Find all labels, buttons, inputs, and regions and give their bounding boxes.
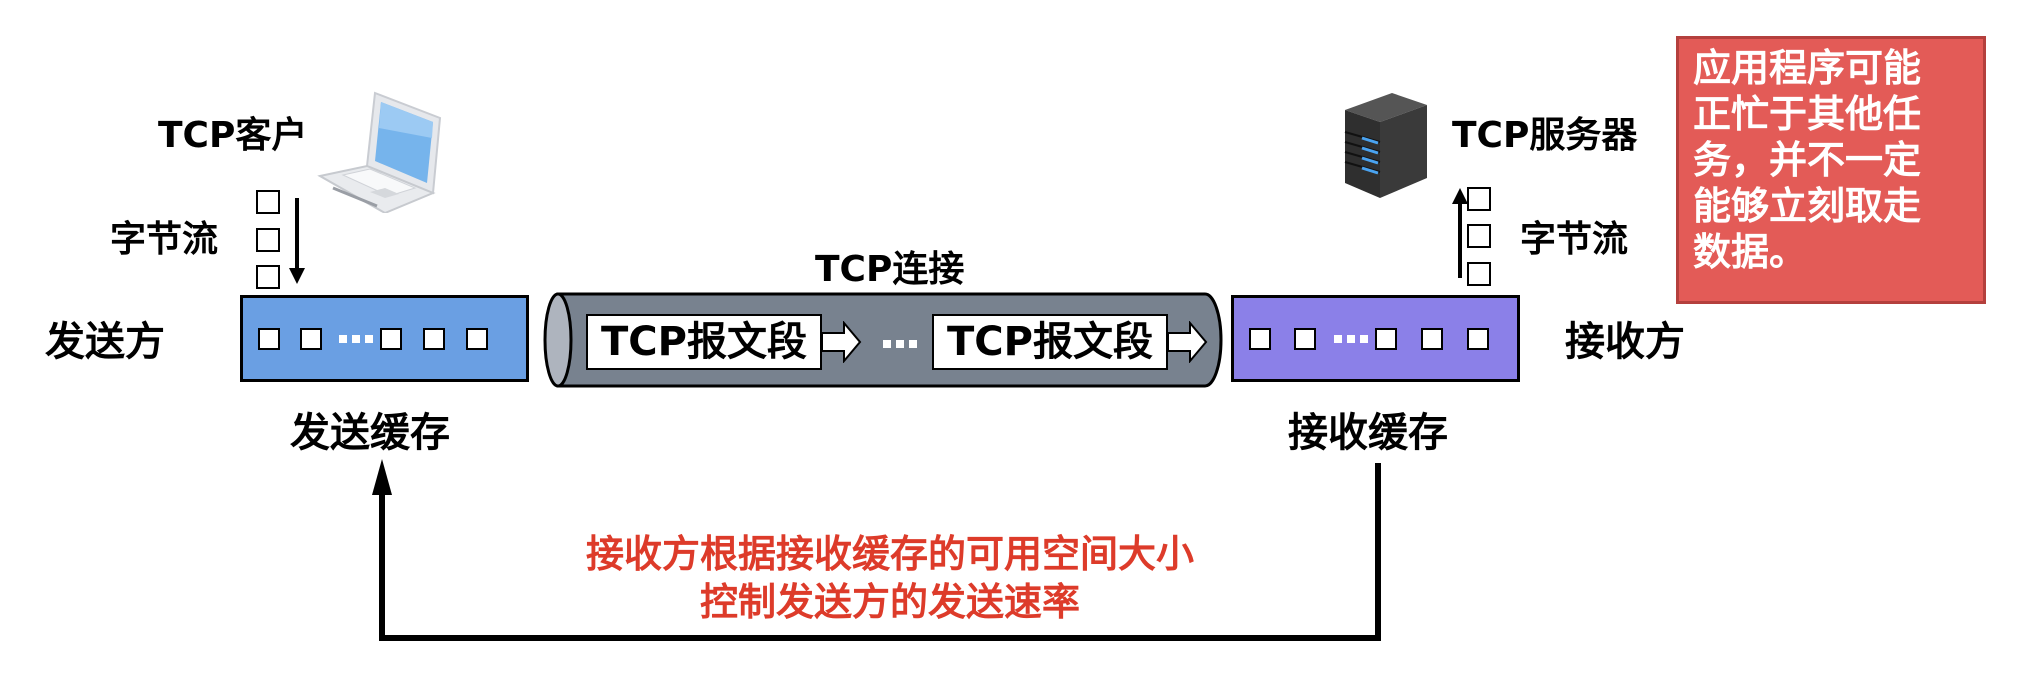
segment-arrow-icon: [1168, 321, 1208, 363]
buffer-byte: [300, 328, 322, 350]
caption-line: 控制发送方的发送速率: [699, 580, 1080, 624]
buffer-byte: [466, 328, 488, 350]
ellipsis-dots: [339, 335, 373, 343]
segment-ellipsis: [883, 340, 917, 348]
tcp-server-label: TCP服务器: [1452, 115, 1638, 156]
buffer-byte: [258, 328, 280, 350]
buffer-byte: [380, 328, 402, 350]
send-buffer: [240, 295, 529, 382]
tcp-segment: TCP报文段: [932, 314, 1168, 370]
tcp-client-label: TCP客户: [158, 115, 308, 156]
receive-buffer-label: 接收缓存: [1288, 410, 1448, 456]
buffer-byte: [1467, 328, 1489, 350]
stream-byte: [256, 265, 280, 289]
note-line: 务，并不一定: [1693, 138, 1922, 182]
note-line: 能够立刻取走: [1693, 184, 1922, 228]
buffer-byte: [1294, 328, 1316, 350]
sender-side-label: 发送方: [45, 319, 165, 365]
buffer-byte: [1249, 328, 1271, 350]
stream-byte: [256, 228, 280, 252]
laptop-icon: [317, 91, 442, 213]
buffer-byte: [423, 328, 445, 350]
stream-byte: [256, 190, 280, 214]
feedback-arrow: [372, 459, 1381, 641]
buffer-byte: [1421, 328, 1443, 350]
note-line: 应用程序可能: [1693, 46, 1922, 90]
caption-line: 接收方根据接收缓存的可用空间大小: [585, 532, 1194, 576]
sender-stream-label: 字节流: [110, 219, 219, 260]
stream-byte: [1467, 187, 1491, 211]
buffer-byte: [1375, 328, 1397, 350]
tcp-segment: TCP报文段: [586, 314, 822, 370]
note-line: 数据。: [1693, 230, 1808, 274]
receive-buffer: [1231, 295, 1520, 382]
receiver-side-label: 接收方: [1565, 319, 1685, 365]
application-busy-note: 应用程序可能 正忙于其他任 务，并不一定 能够立刻取走 数据。: [1676, 36, 1986, 304]
flow-control-caption: 接收方根据接收缓存的可用空间大小 控制发送方的发送速率: [460, 530, 1320, 626]
stream-byte: [1467, 262, 1491, 286]
ellipsis-dots: [1334, 335, 1368, 343]
stream-byte: [1467, 224, 1491, 248]
server-icon: [1344, 93, 1427, 198]
note-line: 正忙于其他任: [1693, 92, 1922, 136]
receiver-stream-label: 字节流: [1520, 219, 1629, 260]
segment-arrow-icon: [822, 321, 862, 363]
send-buffer-label: 发送缓存: [290, 410, 450, 456]
tcp-connection-label: TCP连接: [815, 249, 965, 290]
up-arrow-icon: [1452, 188, 1468, 278]
down-arrow-icon: [289, 198, 305, 284]
